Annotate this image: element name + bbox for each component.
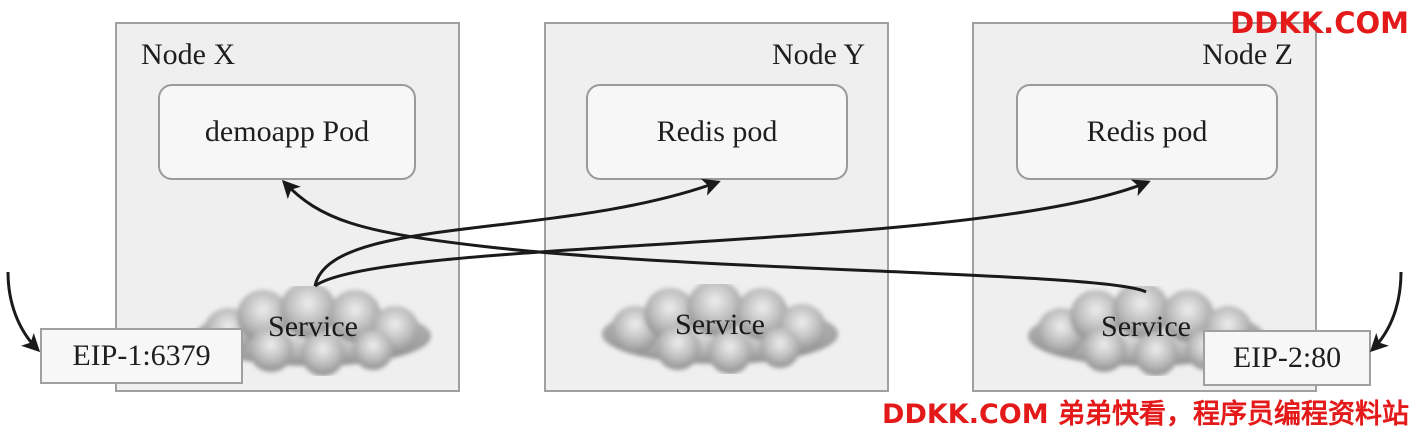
arrow-service-x-to-redis-y: [313, 178, 721, 287]
arrow-into-eip-left: [6, 271, 41, 353]
node-z-label: Node Z: [1202, 38, 1293, 71]
service-label-x: Service: [268, 310, 358, 343]
node-x-label: Node X: [141, 38, 236, 71]
redis-pod-y: Redis pod: [586, 84, 848, 180]
node-y-label: Node Y: [771, 38, 865, 71]
watermark-top: DDKK.COM: [1230, 6, 1409, 40]
arrow-into-eip-right: [1369, 271, 1403, 353]
watermark-bottom: DDKK.COM 弟弟快看，程序员编程资料站: [882, 399, 1409, 430]
arrow-service-z-to-demoapp: [281, 179, 1147, 294]
arrow-service-x-to-redis-z: [314, 179, 1151, 288]
demoapp-pod: demoapp Pod: [158, 84, 416, 180]
service-cloud-y: Service: [590, 284, 850, 374]
eip-right: EIP-2:80: [1203, 330, 1371, 386]
service-cloud-z: Service: [1016, 286, 1276, 376]
service-cloud-x: Service: [183, 286, 443, 376]
service-label-y: Service: [675, 308, 765, 341]
eip-left: EIP-1:6379: [40, 328, 243, 384]
redis-pod-z: Redis pod: [1016, 84, 1278, 180]
service-label-z: Service: [1101, 310, 1191, 343]
